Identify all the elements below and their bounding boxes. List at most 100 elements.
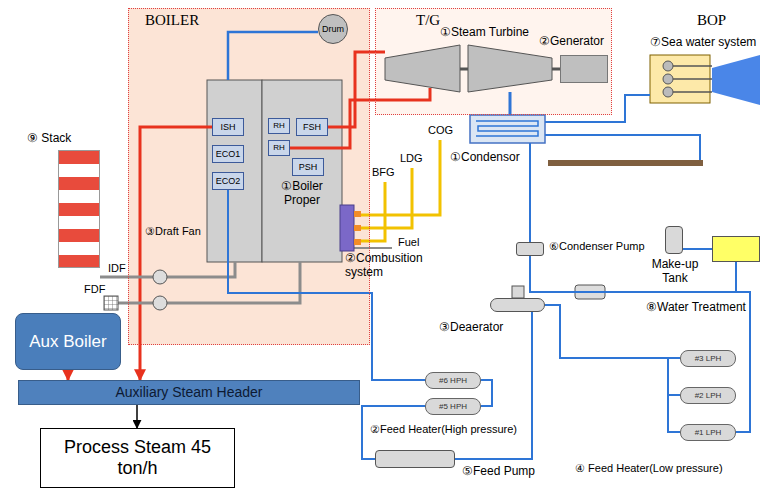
sea-water-system: ⑦Sea water system — [650, 55, 710, 103]
heater-box: ECO1 — [212, 145, 244, 163]
node-label: RH — [273, 121, 285, 130]
illustration-shape — [512, 286, 524, 298]
aux-boiler-box: Aux Boiler — [15, 313, 121, 370]
illustration-shape — [340, 205, 354, 251]
node-label: Process Steam 45 ton/h — [63, 437, 213, 478]
node-label: #5 HPH — [439, 402, 467, 411]
part-label: ②Feed Heater(High pressure) — [370, 423, 517, 436]
node-label: ⑤Feed Pump — [462, 465, 535, 479]
illustration-shape — [673, 66, 712, 92]
illustration-shape — [153, 270, 167, 284]
illustration-shape — [128, 8, 370, 345]
illustration-shape — [476, 121, 538, 136]
node-label: ①Condensor — [450, 151, 520, 165]
illustration-shape — [153, 296, 167, 310]
illustration-shape — [354, 239, 361, 245]
node-label: Drum — [322, 24, 344, 34]
pipe-connector — [545, 95, 650, 122]
boiler-proper: ①Boiler ProperRHRHFSHPSH — [262, 80, 342, 262]
node-label: ⑥Condenser Pump — [549, 240, 645, 253]
pipe-connector — [683, 248, 712, 250]
illustration-shape — [228, 32, 318, 80]
node-label: ECO2 — [216, 176, 241, 186]
illustration-shape — [262, 80, 342, 262]
illustration-shape — [140, 127, 212, 345]
node-label: ②Generator — [539, 35, 604, 49]
tg-region: T/G ②Generator — [375, 8, 612, 115]
hp-heater: #5 HPH — [425, 398, 481, 415]
illustration-shape — [100, 262, 235, 277]
hp-heater: #6 HPH — [425, 372, 481, 389]
illustration-shape — [328, 52, 385, 127]
heater-box: PSH — [292, 158, 324, 176]
node-label: ⑦Sea water system — [650, 36, 756, 50]
pipe-connector — [228, 190, 425, 380]
illustration-shape — [663, 87, 673, 97]
illustration-shape — [104, 296, 118, 310]
illustration-shape — [735, 262, 737, 292]
node-label: Auxiliary Steam Header — [115, 384, 262, 400]
heater-box: RH — [268, 140, 290, 156]
deaerator: ③Deaerator — [490, 298, 545, 312]
illustration-shape — [663, 61, 673, 71]
node-label: ①Boiler Proper — [268, 180, 336, 208]
pipe-connector — [67, 370, 70, 380]
pipe-connector — [529, 143, 531, 242]
illustration-shape — [545, 135, 700, 160]
part-label: LDG — [400, 152, 423, 165]
lp-heater: #3 LPH — [680, 350, 736, 367]
lp-heater: #1 LPH — [680, 424, 736, 441]
part-label: FDF — [84, 283, 105, 296]
node-label: T/G — [416, 12, 440, 29]
part-label: BFG — [372, 166, 395, 179]
pipe-connector — [139, 345, 142, 380]
pipe-connector — [668, 358, 680, 395]
illustration-shape — [468, 45, 552, 92]
illustration-shape — [354, 225, 361, 231]
heater-box: ISH — [212, 118, 244, 136]
illustration-shape — [207, 80, 262, 262]
illustration-shape — [118, 262, 300, 303]
condenser: ①Condensor — [470, 115, 545, 143]
node-label: #2 LPH — [695, 391, 722, 400]
illustration-shape — [548, 160, 703, 166]
boiler-region: BOILERDrumISHECO1ECO2①Boiler ProperRHRHF… — [128, 8, 370, 345]
node-label: PSH — [299, 162, 318, 172]
node-label: ⑧Water Treatment — [646, 301, 746, 315]
node-label: ECO1 — [216, 149, 241, 159]
part-label: BOP — [697, 12, 726, 29]
node-label: BOILER — [145, 12, 199, 29]
illustration-shape — [509, 92, 512, 115]
stack: ⑨ Stack — [58, 150, 100, 268]
illustration-shape — [352, 247, 392, 249]
illustration-shape — [460, 68, 560, 71]
illustration-shape — [470, 115, 545, 143]
generator-box: ②Generator — [560, 55, 608, 83]
part-label: ②Combusition system — [345, 252, 433, 280]
pipe-connector — [530, 256, 750, 432]
pipe-connector — [136, 405, 138, 428]
heater-box: ECO2 — [212, 172, 244, 190]
node-label: ⑨ Stack — [27, 132, 71, 146]
feed-pump: ⑤Feed Pump — [375, 450, 455, 468]
node-label: #1 LPH — [695, 428, 722, 437]
lp-heater: #2 LPH — [680, 387, 736, 404]
part-label: ③Draft Fan — [145, 225, 201, 238]
condenser-pump: ⑥Condenser Pump — [516, 242, 544, 256]
steam-header-bar: Auxiliary Steam Header — [18, 380, 360, 405]
makeup-tank: Make-up Tank — [665, 226, 683, 254]
part-label: ④ Feed Heater(Low pressure) — [575, 462, 723, 475]
node-label: Aux Boiler — [29, 332, 106, 352]
part-label: IDF — [108, 262, 126, 275]
part-label: Fuel — [398, 236, 419, 249]
part-label: ①Steam Turbine — [440, 26, 529, 40]
node-label: #6 HPH — [439, 376, 467, 385]
illustration-shape — [354, 211, 361, 217]
node-label: RH — [273, 143, 285, 152]
heater-box: RH — [268, 118, 290, 134]
pipe-connector — [668, 395, 680, 432]
